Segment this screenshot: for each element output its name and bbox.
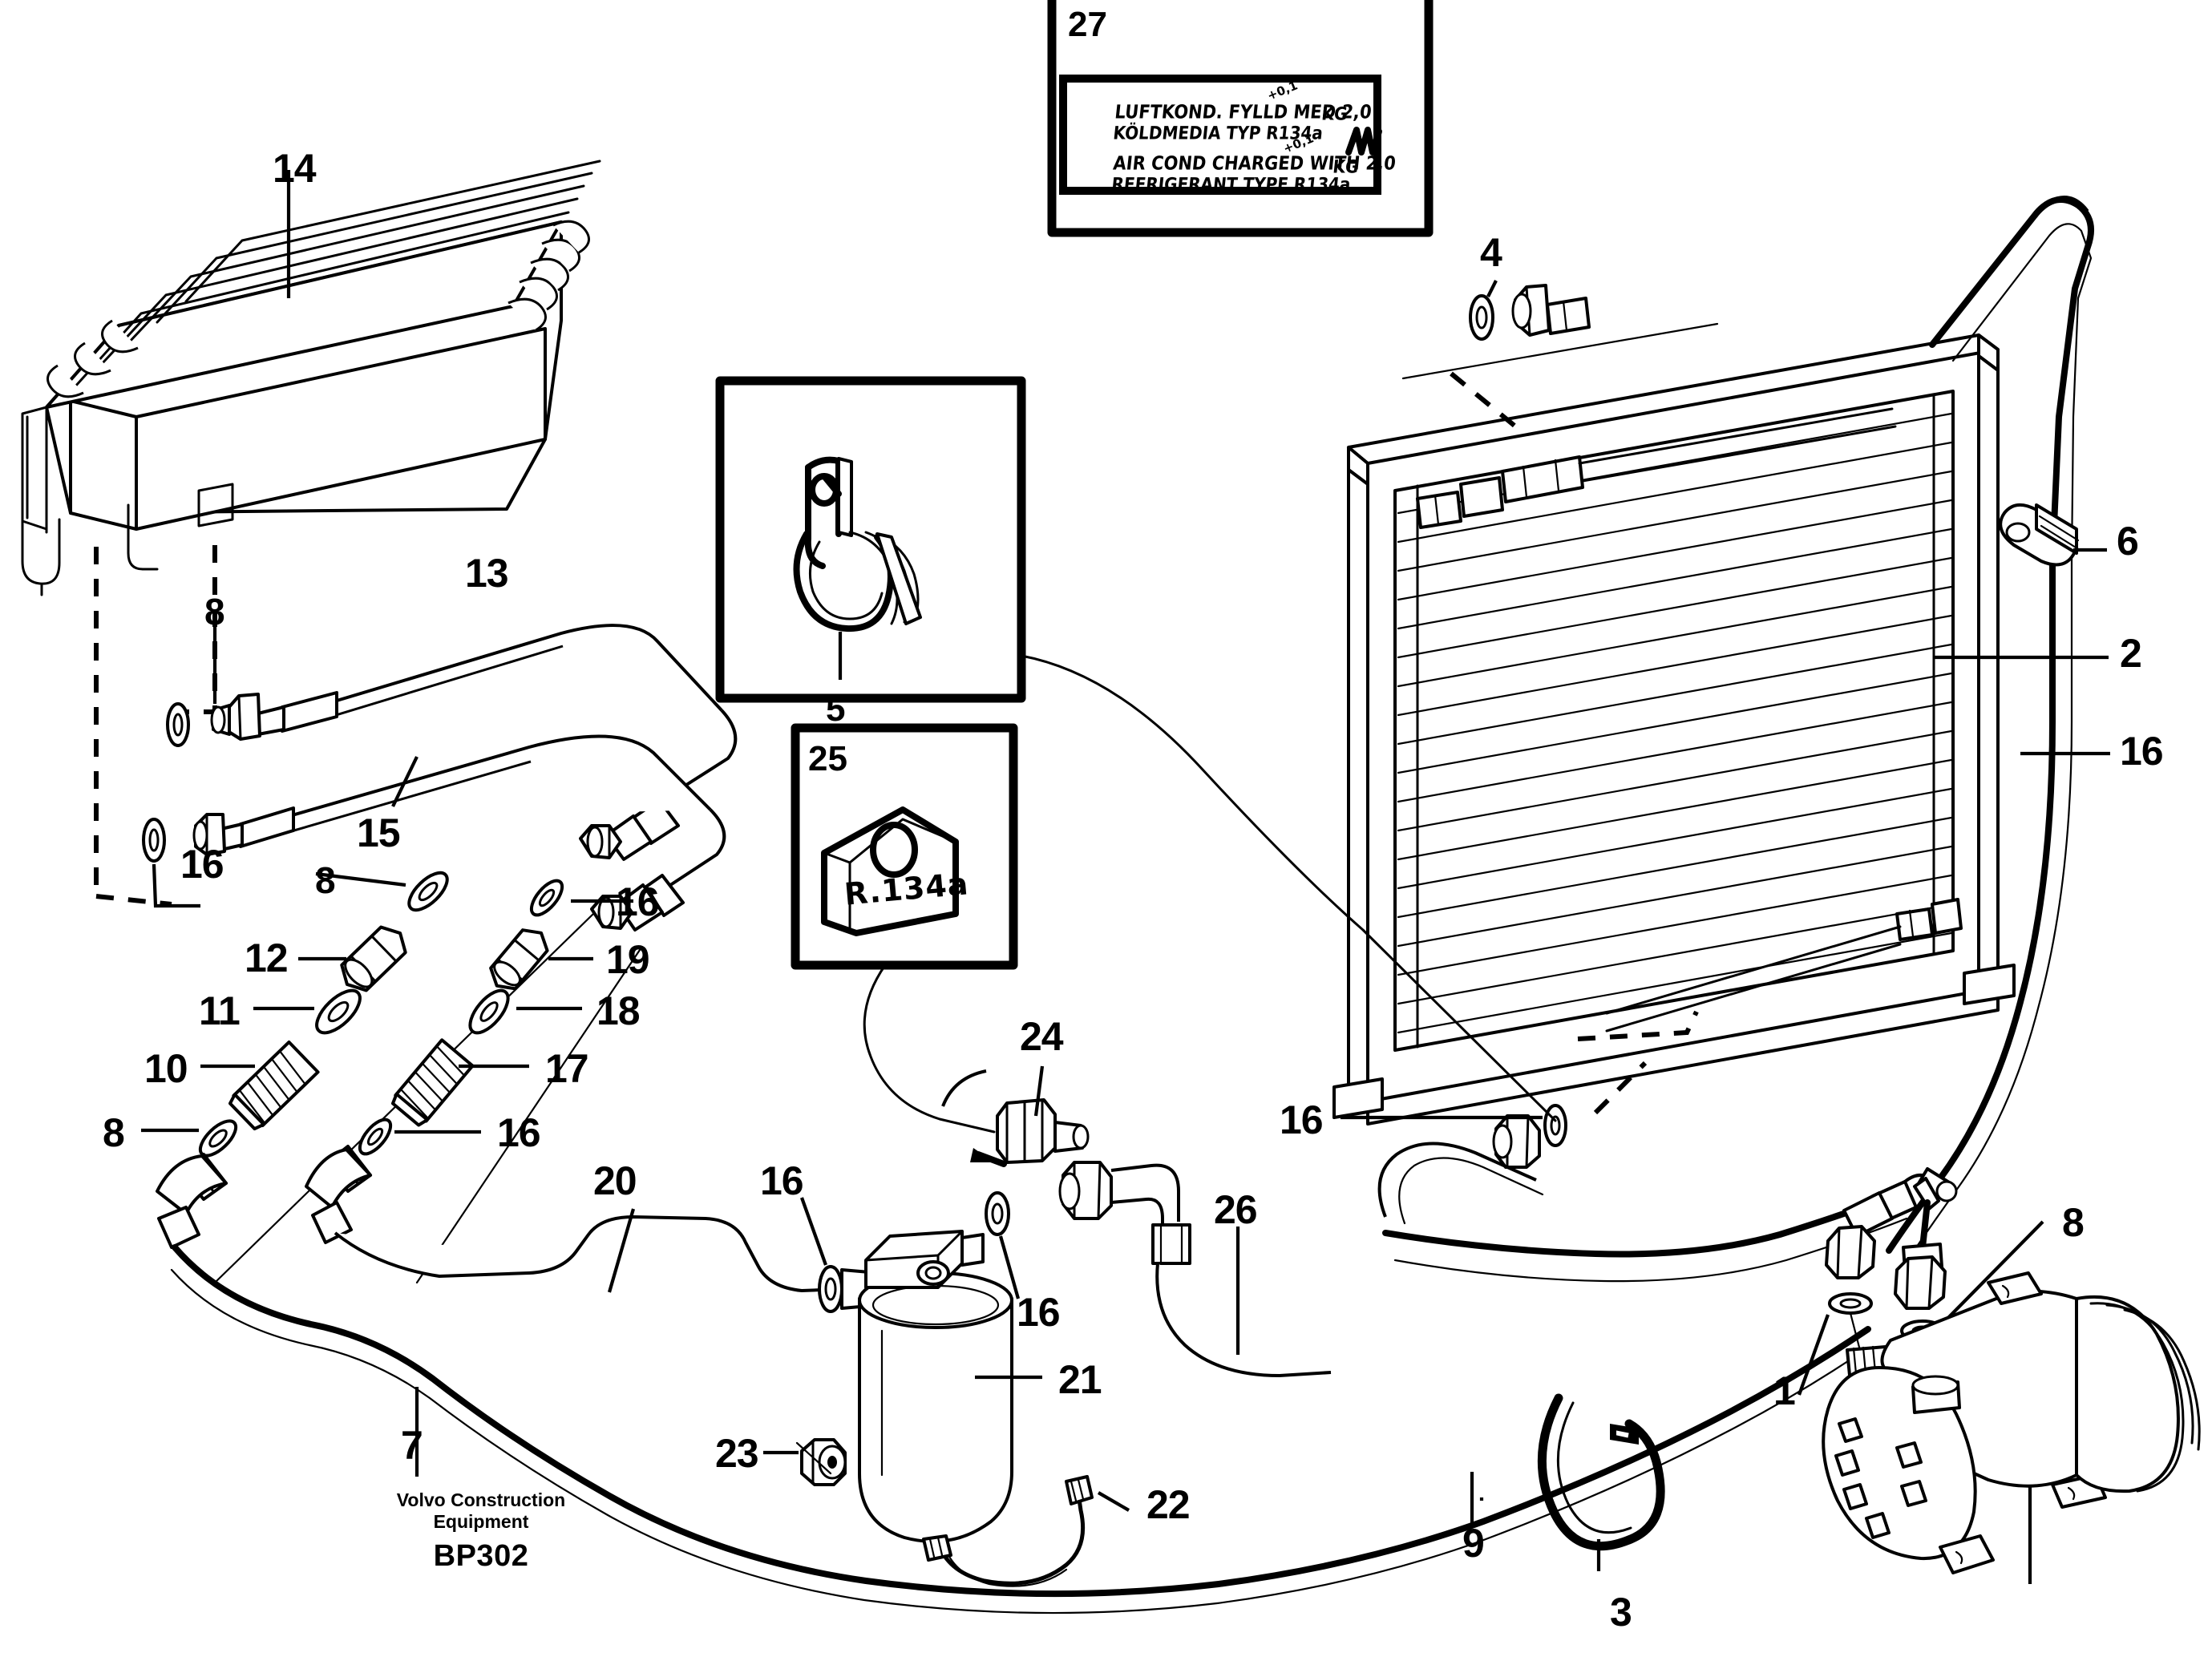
hose-7 (170, 1244, 1871, 1615)
callout-23: 23 (715, 1431, 759, 1476)
callout-2: 16 (2120, 729, 2164, 774)
fitting-stack-left (141, 871, 643, 1284)
callout-8-lower: 8 (103, 1110, 125, 1155)
receiver-drier-21 (763, 1230, 1130, 1587)
drawing-code: BP302 (433, 1539, 529, 1574)
inset-box-25 (791, 723, 1018, 1134)
callout-20: 20 (593, 1158, 637, 1203)
callout-22: 22 (1146, 1482, 1191, 1527)
callout-8-mid: 8 (315, 859, 336, 901)
callout-16-f: 16 (1280, 1097, 1324, 1142)
callout-8-upper: 8 (204, 591, 225, 632)
title-block: Volvo Construction Equipment BP302 (369, 1489, 593, 1574)
hose-clamp-strap-9 (1537, 1393, 1665, 1571)
compressor-1 (1822, 1271, 2201, 1584)
callout-7-left: 7 (401, 1423, 423, 1468)
callout-14: 14 (273, 146, 317, 191)
callout-18: 18 (596, 988, 641, 1033)
pipe-clamp-4 (1999, 503, 2107, 567)
cable-22 (922, 1475, 1130, 1587)
inset-number-27: 27 (1068, 5, 1107, 44)
callout-26: 26 (1214, 1187, 1258, 1232)
callout-8-compressor: 1 (1773, 1368, 1796, 1413)
callout-16-b: 16 (616, 879, 660, 924)
callout-3-compressor: 8 (2062, 1200, 2085, 1245)
callout-17: 17 (545, 1046, 589, 1091)
condenser-6 (1332, 280, 2110, 1126)
inset-number-25: 25 (808, 739, 847, 778)
brand-line-2: Equipment (433, 1511, 529, 1533)
hose-20 (334, 1197, 932, 1313)
callout-12: 12 (245, 936, 289, 980)
callout-3-top: 4 (1480, 230, 1502, 275)
service-valve-24 (941, 1065, 1090, 1167)
callout-10: 10 (144, 1046, 188, 1091)
decal-charge-unit-1: KG (1320, 103, 1349, 124)
callout-11: 11 (199, 988, 241, 1033)
callout-24: 24 (1020, 1014, 1064, 1059)
evaporator-core-14 (21, 160, 601, 596)
inset-number-5: 5 (826, 689, 846, 729)
hose-26-and-elbow (985, 1161, 1332, 1377)
decal-charge-line-4: REFRIGERANT TYPE R134a (1110, 173, 1352, 195)
callout-13: 13 (465, 551, 509, 596)
callout-19: 19 (606, 937, 650, 982)
callout-15: 15 (357, 810, 401, 855)
inset-box-5 (715, 376, 1557, 1122)
hose-13-15-assembly (142, 616, 738, 932)
callout-16-d: 16 (760, 1158, 804, 1203)
callout-16-e: 16 (1017, 1290, 1061, 1335)
callout-4: 6 (2117, 519, 2139, 564)
callout-16-c: 16 (497, 1110, 541, 1155)
callout-9: 3 (1610, 1590, 1632, 1635)
callout-7-right: 9 (1462, 1521, 1485, 1566)
pressure-switch-23 (763, 1438, 847, 1486)
condenser-outlet-hose-routing (1341, 1061, 2044, 1400)
brand-line-1: Volvo Construction (396, 1489, 566, 1510)
lower-left-hose-ends (156, 1145, 372, 1249)
inset-box-27 (1047, 0, 1434, 237)
callout-6: 2 (2120, 631, 2142, 676)
callout-21: 21 (1058, 1357, 1102, 1402)
callout-16-a: 16 (180, 842, 224, 887)
